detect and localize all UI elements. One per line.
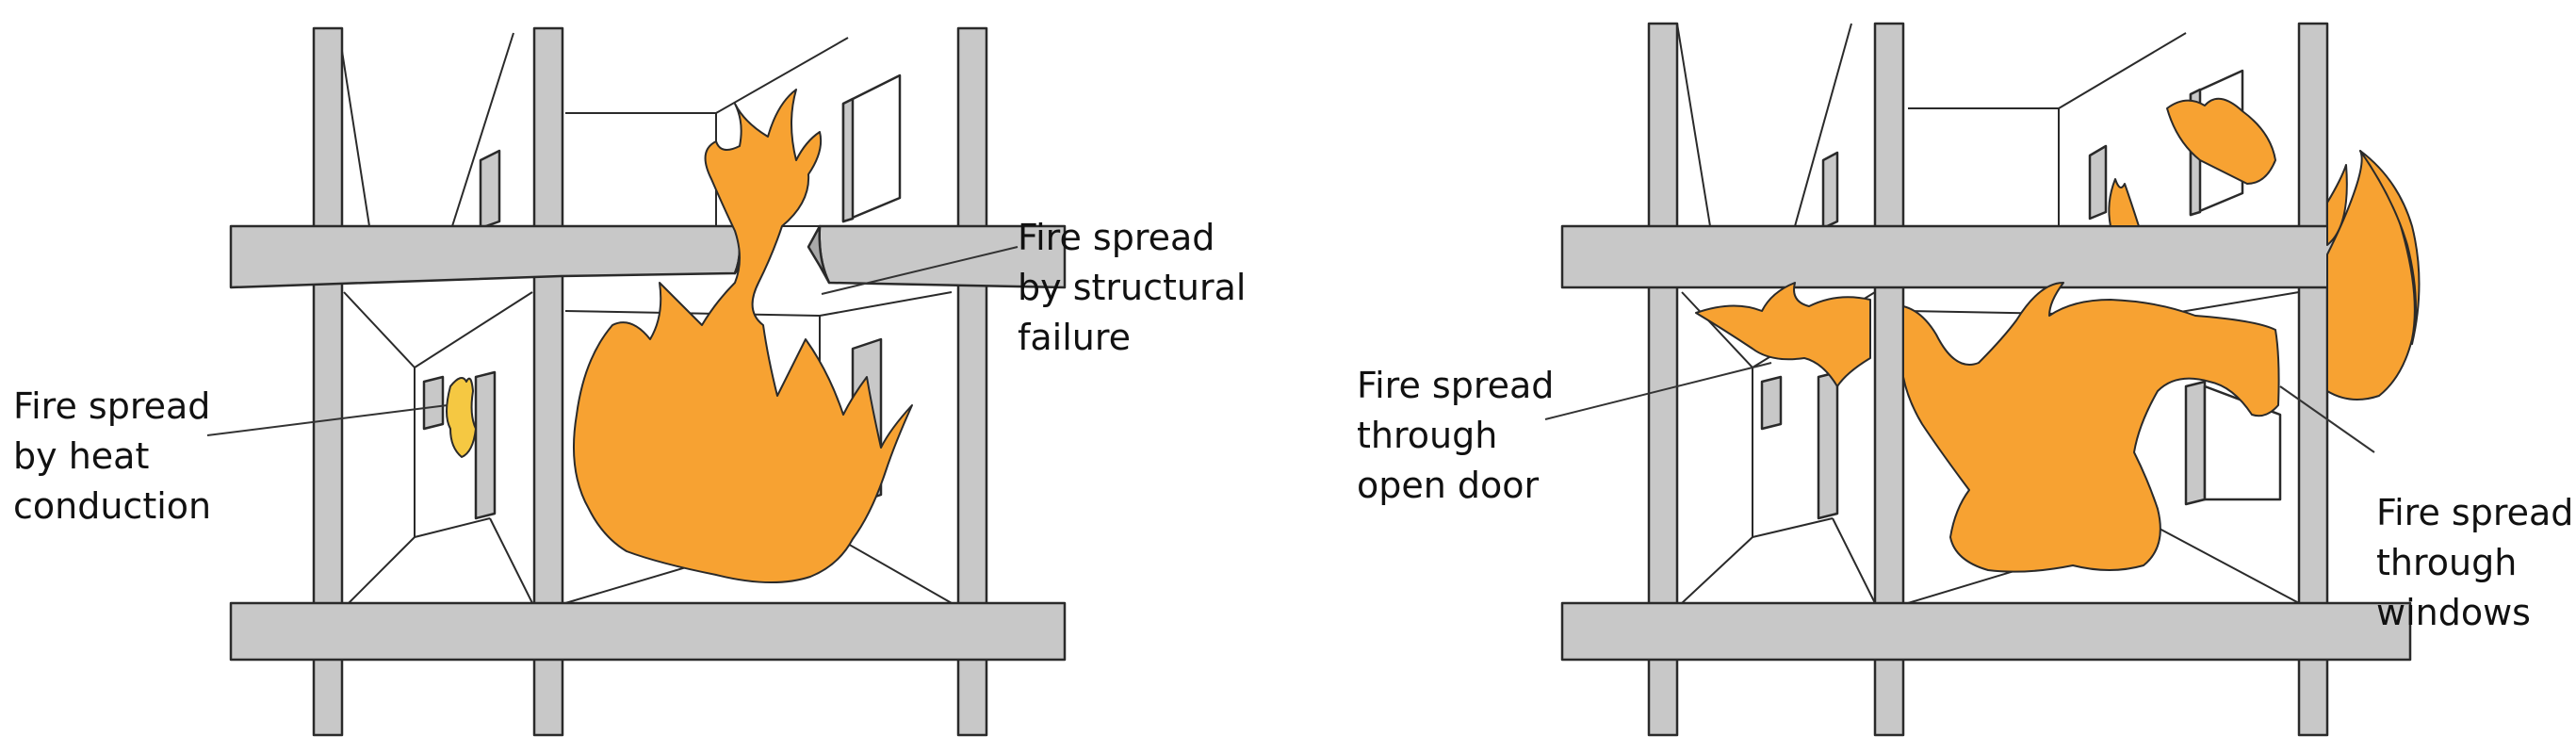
label-heat-line-2: by heat [13,435,149,477]
label-windows-line-3: windows [2376,592,2531,633]
label-door-line-2: through [1357,415,1497,456]
upper-window-flame-icon [2166,97,2276,185]
label-heat-conduction: Fire spread by heat conduction [13,385,211,527]
label-windows-line-1: Fire spread [2376,492,2573,533]
label-door-line-3: open door [1357,465,1540,506]
label-heat-line-1: Fire spread [13,385,210,427]
label-through-windows: Fire spread through windows [2376,492,2573,633]
label-structural-line-1: Fire spread [1018,217,1215,258]
right-door-flame-icon [1695,282,1871,387]
right-main-flame-icon [1902,282,2280,573]
right-slabs [1560,224,2412,662]
label-door-line-1: Fire spread [1357,365,1554,406]
left-openings [422,74,902,520]
right-window-flame-icon [2326,150,2416,401]
label-structural-failure: Fire spread by structural failure [1018,217,1246,358]
right-leader-lines [1544,362,2375,453]
left-panel [206,26,1067,737]
label-heat-line-3: conduction [13,485,211,527]
label-structural-line-2: by structural [1018,267,1246,308]
left-flame-icon [573,89,913,584]
label-open-door: Fire spread through open door [1357,365,1554,506]
right-window-flame-tail-icon [2359,150,2421,345]
label-structural-line-3: failure [1018,317,1131,358]
heat-conduction-spot-icon [446,377,477,458]
right-panel [1544,22,2421,737]
label-windows-line-2: through [2376,542,2517,583]
left-leader-lines [206,246,1019,436]
upper-door-flame-icon [2108,178,2140,227]
